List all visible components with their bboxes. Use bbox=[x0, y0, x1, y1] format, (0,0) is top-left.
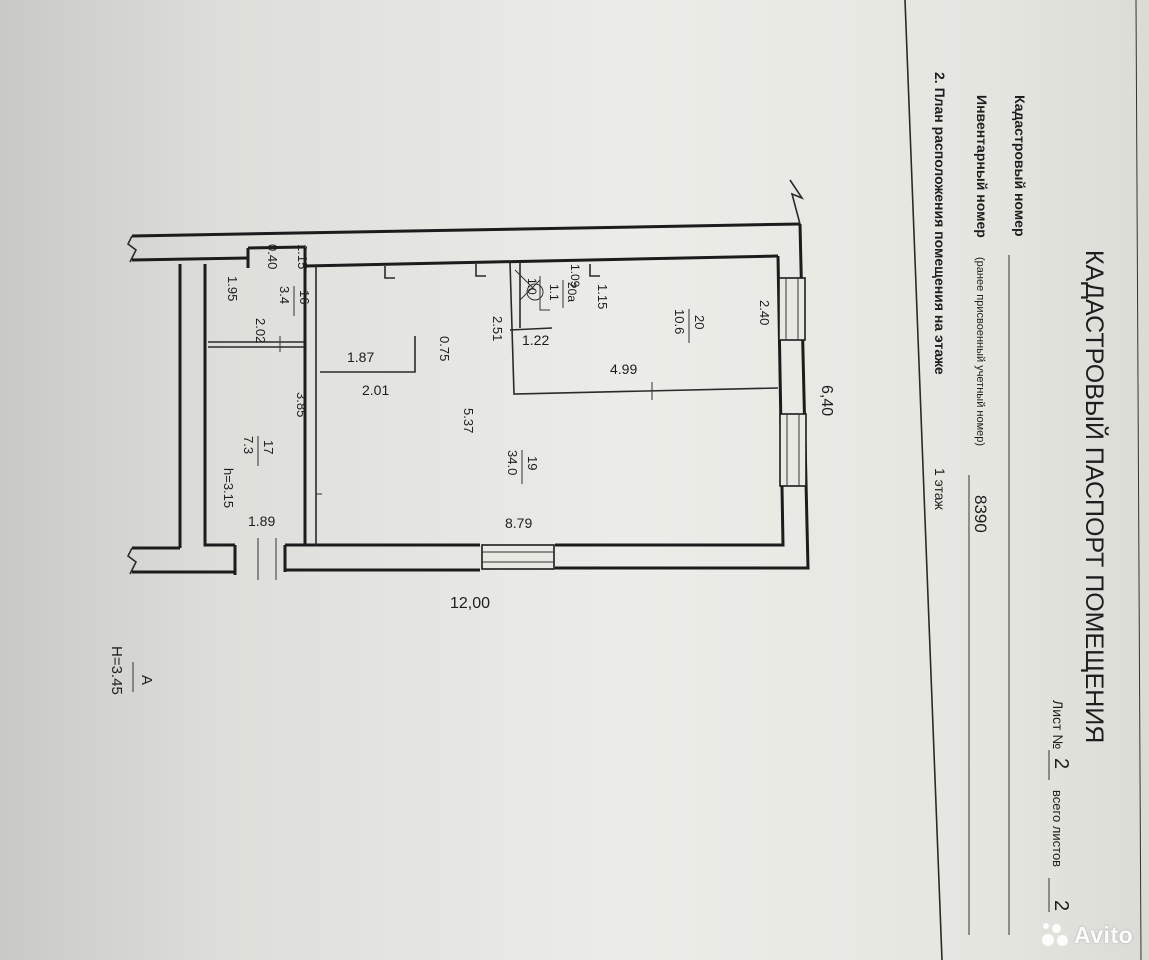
dim-2-51: 2.51 bbox=[490, 316, 505, 341]
avito-logo-icon bbox=[1040, 920, 1070, 950]
room-20a-label: 20а 1.1 bbox=[547, 280, 579, 308]
room-20a-number: 20а bbox=[565, 282, 579, 302]
dim-1-95: 1.95 bbox=[225, 276, 240, 301]
building-letter-group: А bbox=[138, 675, 155, 685]
document-title: КАДАСТРОВЫЙ ПАСПОРТ ПОМЕЩЕНИЯ bbox=[1080, 250, 1110, 743]
overall-width: 6,40 bbox=[818, 385, 835, 416]
dim-5-37: 5.37 bbox=[461, 408, 476, 433]
dim-1-89: 1.89 bbox=[248, 513, 275, 529]
dim-1-09: 1.09 bbox=[568, 264, 582, 288]
sheet-number: 2 bbox=[1050, 758, 1072, 769]
dim-2-01: 2.01 bbox=[362, 382, 389, 398]
room-20-number: 20 bbox=[692, 315, 707, 329]
window-bottom bbox=[481, 544, 555, 570]
dim-0-40: 0.40 bbox=[265, 244, 280, 269]
room-17-area: 7.3 bbox=[241, 436, 256, 454]
avito-watermark-text: Avito bbox=[1074, 921, 1134, 948]
room-20-area: 10.6 bbox=[672, 309, 687, 334]
header-title-group: КАДАСТРОВЫЙ ПАСПОРТ ПОМЕЩЕНИЯ bbox=[1080, 250, 1110, 743]
floor-label: 1 этаж bbox=[932, 468, 948, 511]
room-17-label: 17 7.3 bbox=[241, 436, 276, 466]
dim-8-79: 8.79 bbox=[505, 515, 532, 531]
sheet-label: Лист № bbox=[1050, 700, 1066, 749]
room-19-label: 19 34.0 bbox=[505, 450, 540, 484]
dim-1-87: 1.87 bbox=[347, 349, 374, 365]
inventory-number-group: Инвентарный номер (ранее присвоенный уче… bbox=[968, 95, 990, 935]
room-17-number: 17 bbox=[261, 440, 276, 454]
total-sheets-number: 2 bbox=[1050, 900, 1072, 911]
inventory-number-note: (ранее присвоенный учетный номер) bbox=[974, 257, 986, 446]
sheet-right-border bbox=[1135, 0, 1142, 960]
dim-1-15-room20: 1.15 bbox=[595, 284, 610, 309]
cadastral-number-label: Кадастровый номер bbox=[1012, 95, 1028, 237]
building-height-group: Н=3.45 bbox=[108, 646, 125, 695]
room-16-label: 16 3.4 bbox=[277, 286, 312, 316]
inventory-number-value: 8390 bbox=[971, 495, 990, 533]
outer-walls bbox=[126, 179, 810, 575]
dim-1-0: 1.0 bbox=[525, 278, 539, 295]
interior-partitions bbox=[208, 248, 779, 580]
building-letter: А bbox=[138, 675, 155, 685]
dim-1-15-top: 1.15 bbox=[295, 244, 310, 269]
overall-length: 12,00 bbox=[450, 595, 490, 612]
sheet-left-border bbox=[904, 0, 943, 960]
window-top bbox=[778, 277, 806, 341]
dim-0-75: 0.75 bbox=[437, 336, 452, 361]
dim-3-85: 3.85 bbox=[294, 392, 309, 417]
room-16-number: 16 bbox=[297, 290, 312, 304]
window-middle bbox=[779, 413, 807, 487]
section-title-group: 2. План расположения помещения на этаже … bbox=[932, 72, 948, 511]
room-19-number: 19 bbox=[525, 456, 540, 470]
room-19-area: 34.0 bbox=[505, 450, 520, 475]
room-20-label: 20 10.6 bbox=[672, 309, 707, 343]
section-title: 2. План расположения помещения на этаже bbox=[932, 72, 948, 375]
room-20a-area: 1.1 bbox=[547, 284, 561, 301]
inventory-number-label: Инвентарный номер bbox=[974, 95, 990, 238]
dim-4-99: 4.99 bbox=[610, 361, 637, 377]
building-height: Н=3.45 bbox=[108, 646, 125, 695]
room-16-area: 3.4 bbox=[277, 286, 292, 304]
dim-2-40: 2.40 bbox=[757, 300, 772, 325]
cadastral-number-group: Кадастровый номер bbox=[1008, 95, 1028, 935]
dim-1-22: 1.22 bbox=[522, 332, 549, 348]
total-sheets-label: всего листов bbox=[1050, 790, 1065, 867]
avito-watermark: Avito bbox=[1040, 918, 1140, 952]
room-17-height: h=3.15 bbox=[221, 468, 236, 508]
sheet-number-group: Лист № 2 всего листов 2 bbox=[1048, 700, 1072, 912]
dim-2-02: 2.02 bbox=[253, 318, 268, 343]
